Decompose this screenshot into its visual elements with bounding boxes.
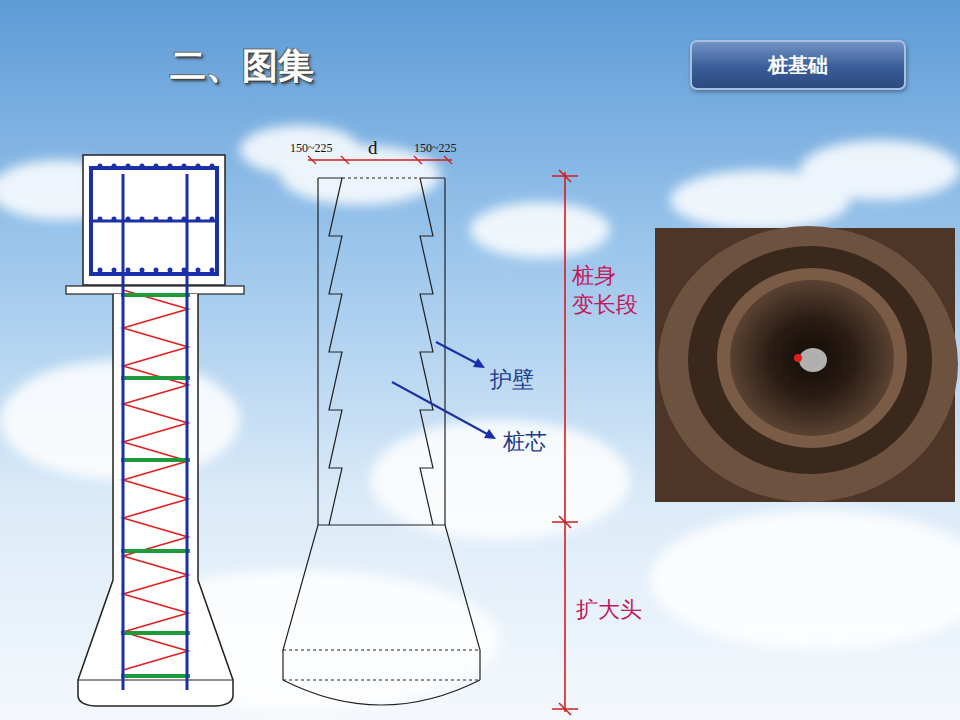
dashed-line	[283, 679, 480, 680]
spiral-stirrup	[123, 290, 188, 670]
leader-arrows	[392, 342, 496, 439]
wall-outer	[317, 178, 318, 525]
dashed-line	[283, 649, 480, 650]
dimension-text: d	[368, 137, 378, 160]
photo-ring	[717, 268, 907, 448]
leader-line	[392, 382, 489, 435]
photo-light	[799, 348, 827, 372]
dimension-text: 150~225	[290, 141, 333, 155]
pile-section	[66, 155, 244, 706]
photo-ring	[688, 246, 932, 474]
slide-title: 二、图集	[170, 42, 314, 91]
segment-name: 桩身 变长段	[572, 262, 645, 319]
dimension-line	[308, 159, 452, 160]
protective-wall	[420, 178, 445, 525]
photo-ring	[658, 226, 958, 502]
main-rebar	[122, 174, 125, 690]
cloud	[370, 420, 630, 540]
arrowhead	[473, 358, 485, 368]
cloud	[470, 202, 610, 258]
shaft-section	[283, 178, 480, 705]
part-name: 桩芯	[503, 429, 547, 455]
dimension-line	[564, 172, 566, 712]
shaft-photo	[655, 226, 958, 502]
stiffening-ring	[121, 295, 190, 676]
pile-line	[78, 680, 233, 681]
shaft-bottom	[318, 524, 445, 525]
main-rebar	[186, 174, 189, 690]
photo-dot	[794, 354, 802, 362]
clouds	[0, 125, 960, 710]
bell-outline	[283, 525, 480, 680]
part-name: 护壁	[490, 367, 534, 393]
bell-bottom	[283, 680, 480, 705]
dimension-tick	[308, 156, 452, 164]
dashed-line	[342, 177, 420, 178]
dimension-text: 150~225	[414, 141, 457, 155]
dimension-line	[552, 170, 578, 715]
section-button: 桩基础	[690, 40, 906, 90]
button-label: 桩基础	[768, 52, 828, 79]
dimension-tick	[559, 170, 571, 715]
cloud	[670, 170, 850, 230]
leader-line	[436, 342, 478, 364]
segment-name: 扩大头	[576, 597, 642, 623]
cloud	[650, 510, 960, 650]
pile-cap	[83, 155, 225, 285]
arrowhead	[484, 429, 496, 439]
rebar-dots	[100, 166, 214, 270]
photo-well	[730, 280, 894, 436]
dimension-tick	[552, 176, 578, 709]
cap-slab	[66, 286, 244, 294]
dimension-line	[308, 156, 452, 164]
protective-wall	[318, 178, 342, 525]
wall-outer	[444, 178, 445, 525]
